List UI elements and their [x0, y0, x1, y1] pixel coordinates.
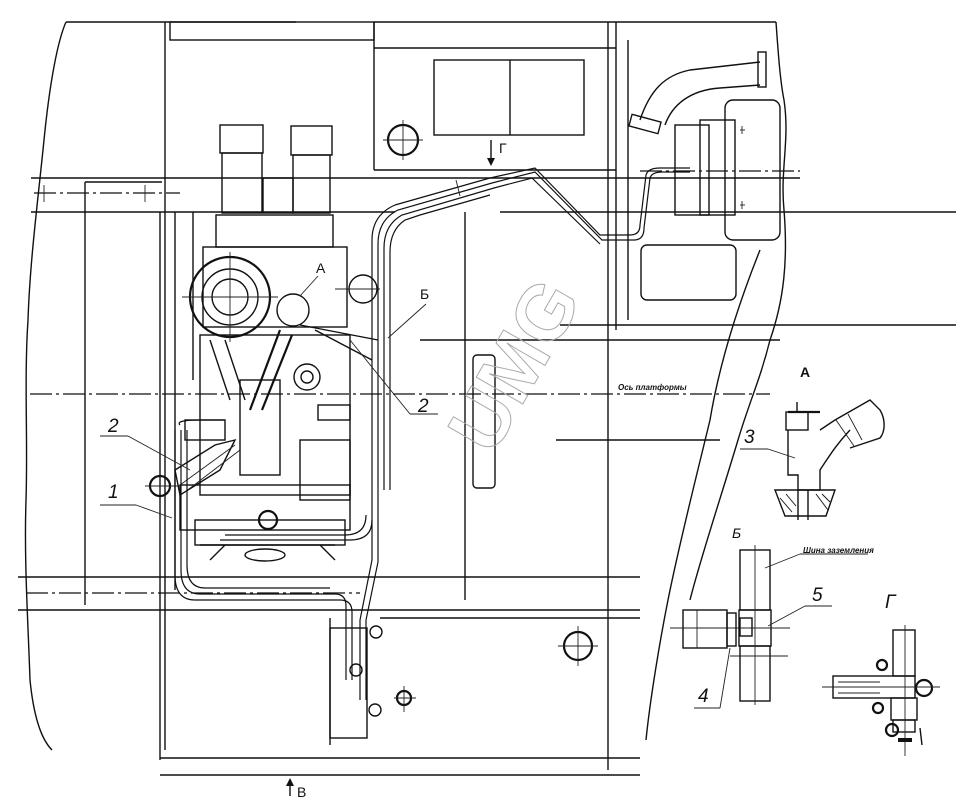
callout-5: 5 — [812, 585, 823, 606]
right-equipment — [628, 51, 800, 301]
watermark-text: UMG — [430, 264, 597, 466]
callout-4: 4 — [698, 686, 709, 707]
detail-b-title: Б — [732, 525, 741, 541]
lower-terminal-box — [329, 618, 598, 745]
detail-g-title: Г — [885, 592, 897, 613]
platform-outline — [24, 21, 787, 751]
pipe-routing — [174, 167, 690, 700]
top-cabinet — [383, 59, 585, 160]
platform-axis-label: Ось платформы — [618, 383, 687, 392]
detail-view-g: Г — [822, 592, 940, 756]
detail-view-a: А 3 — [740, 364, 885, 520]
detail-a-title: А — [800, 364, 810, 380]
callout-3: 3 — [744, 427, 755, 448]
callouts: А Б 2 1 2 Г В — [100, 140, 507, 800]
view-marker-g: Г — [499, 140, 507, 156]
vertical-members — [159, 22, 629, 770]
detail-b-note: Шина заземления — [803, 546, 874, 555]
callout-2-left: 2 — [107, 416, 119, 437]
watermark: UMG — [430, 264, 598, 467]
engine-assembly — [145, 124, 380, 562]
detail-marker-a: А — [316, 260, 326, 276]
platform-axis: Ось платформы — [30, 383, 770, 441]
view-marker-b: В — [297, 784, 306, 800]
detail-marker-b: Б — [420, 286, 429, 302]
callout-2-right: 2 — [417, 396, 429, 417]
callout-1: 1 — [108, 482, 119, 503]
detail-view-b: Б Шина заземления 5 4 — [670, 525, 874, 709]
